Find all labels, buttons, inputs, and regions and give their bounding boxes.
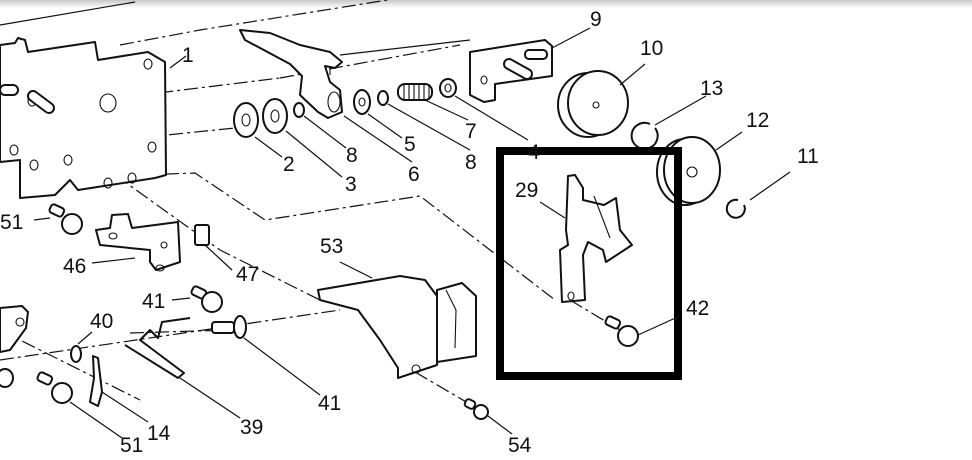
- part-5-bushing: [353, 89, 371, 115]
- part-41-screw-a: [190, 285, 223, 313]
- part-47-block: [194, 224, 210, 246]
- part-1-frame-plate: [0, 37, 167, 199]
- label-8a: 8: [346, 144, 358, 167]
- label-8b: 8: [465, 151, 477, 174]
- part-11-e-ring: [725, 198, 746, 219]
- label-3: 3: [345, 173, 357, 196]
- part-40-washer: [70, 345, 82, 363]
- part-13-ring: [630, 121, 659, 150]
- label-5: 5: [404, 133, 416, 156]
- part-6-lever: [239, 29, 343, 119]
- label-6: 6: [408, 163, 420, 186]
- label-14: 14: [147, 422, 171, 445]
- label-29: 29: [515, 179, 538, 202]
- part-8-washer-a: [293, 102, 305, 118]
- leader-lines: [33, 27, 791, 439]
- label-2: 2: [283, 153, 295, 176]
- part-3-disc: [262, 98, 288, 134]
- label-51b: 51: [120, 434, 143, 457]
- label-53: 53: [320, 235, 343, 258]
- part-labels: 1 2 3 4 5 6 7 8 8 9 10 11 12 13 14 29 39…: [0, 8, 819, 457]
- label-13: 13: [700, 77, 723, 100]
- label-54: 54: [508, 434, 532, 457]
- label-46: 46: [63, 255, 86, 278]
- part-7-spring: [397, 83, 433, 101]
- label-9: 9: [590, 8, 602, 31]
- part-46-bracket: [95, 213, 181, 272]
- part-4-nut: [439, 78, 457, 98]
- part-42-screw: [604, 315, 639, 347]
- label-4: 4: [528, 141, 540, 164]
- part-9-bracket: [469, 39, 553, 103]
- label-42: 42: [686, 297, 709, 320]
- part-51-screw-b: [36, 371, 73, 404]
- label-51a: 51: [0, 211, 23, 234]
- label-12: 12: [746, 109, 769, 132]
- part-41-screw-b: [211, 315, 247, 339]
- part-51-screw-a: [48, 203, 83, 235]
- part-2-disc: [233, 102, 259, 138]
- part-53-cover: [317, 275, 477, 379]
- part-54-screw: [463, 398, 489, 420]
- label-10: 10: [640, 37, 663, 60]
- part-8-washer-b: [377, 90, 389, 106]
- label-41b: 41: [318, 392, 341, 415]
- part-29-bracket: [559, 174, 633, 303]
- label-11: 11: [797, 145, 819, 168]
- part-39-wire-spring: [124, 317, 191, 379]
- label-39: 39: [240, 416, 263, 439]
- label-47: 47: [236, 263, 259, 286]
- label-1: 1: [182, 44, 194, 67]
- highlight-box: [496, 147, 682, 380]
- top-edge-shadow: [0, 0, 972, 8]
- label-7: 7: [465, 120, 477, 143]
- part-10-roller: [557, 70, 629, 138]
- label-41a: 41: [142, 290, 165, 313]
- label-40: 40: [90, 310, 113, 333]
- left-partial-bracket: [0, 305, 29, 388]
- part-14-strip: [89, 355, 103, 407]
